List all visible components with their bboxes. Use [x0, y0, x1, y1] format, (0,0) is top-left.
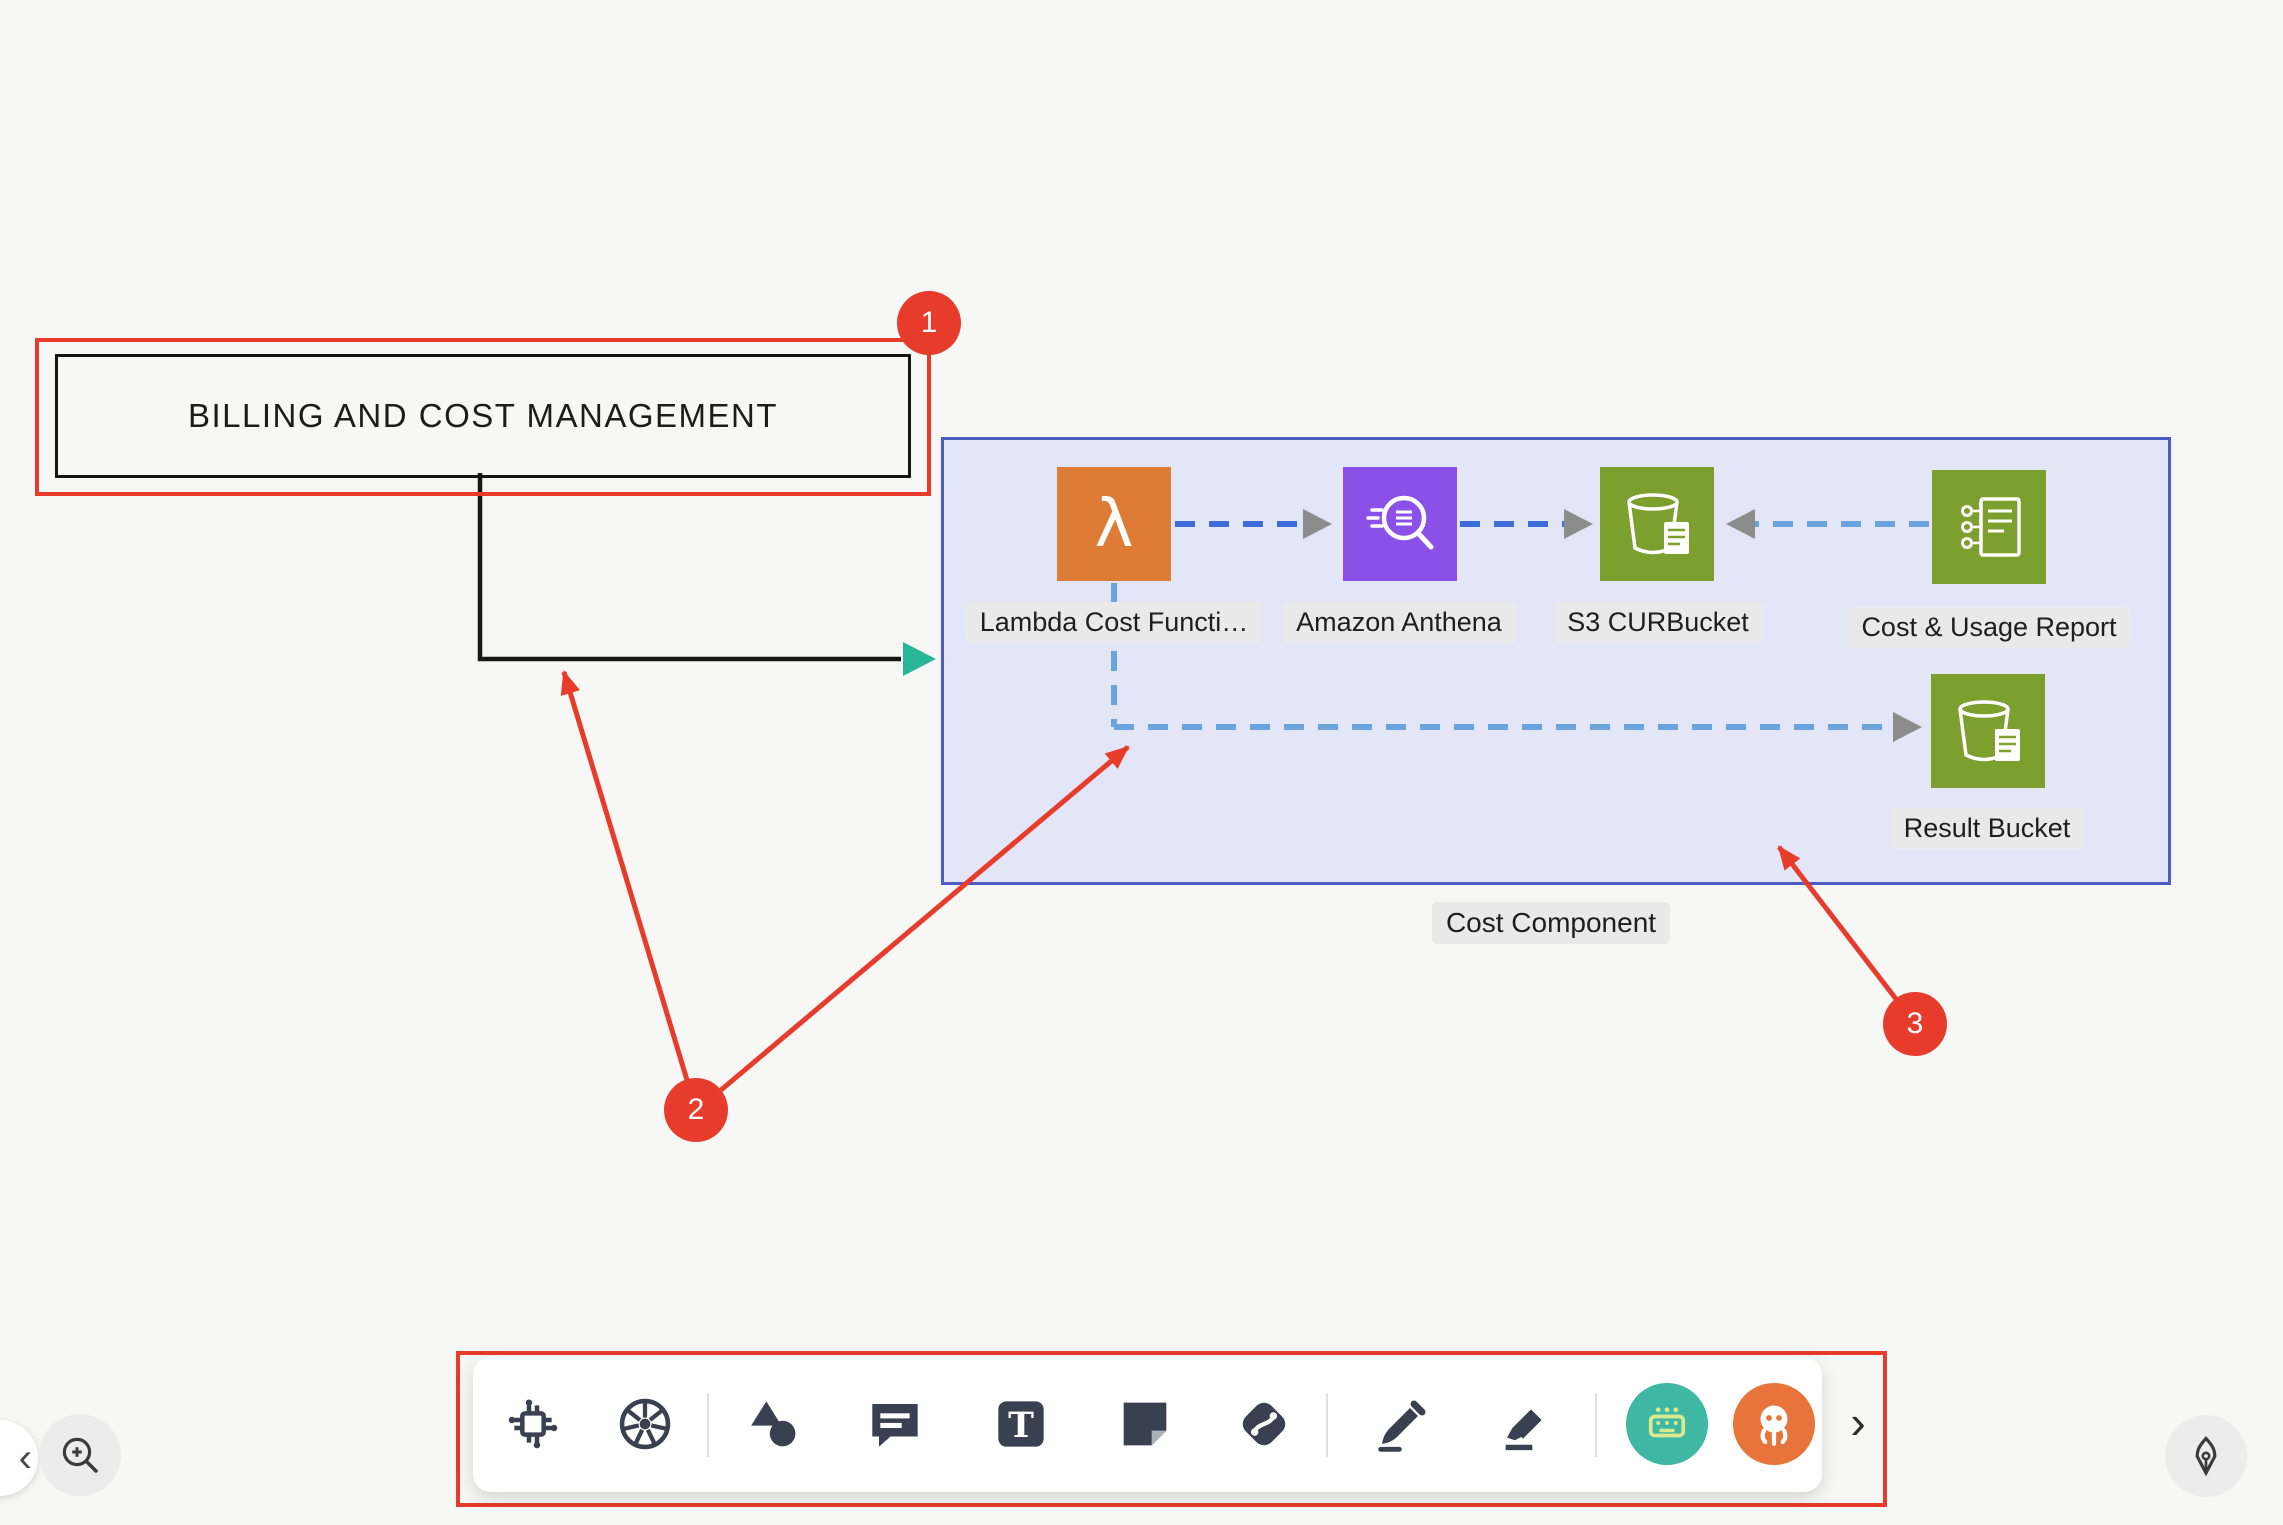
- flow-arrowhead: [903, 642, 936, 676]
- text-icon: T: [998, 1401, 1044, 1447]
- text-tool-button[interactable]: T: [989, 1392, 1053, 1456]
- comment-icon: [872, 1404, 918, 1447]
- label-lambda-cost-function[interactable]: Lambda Cost Functi…: [965, 602, 1263, 643]
- label-cost-component[interactable]: Cost Component: [1431, 902, 1671, 944]
- zoom-in-icon: [62, 1437, 98, 1473]
- label-cost-usage-report[interactable]: Cost & Usage Report: [1847, 607, 2131, 648]
- toolbar-divider: [1595, 1393, 1597, 1457]
- kubernetes-icon: [619, 1398, 671, 1450]
- zoom-button[interactable]: [39, 1414, 121, 1496]
- lambda-icon: λ: [1094, 485, 1134, 562]
- shapes-icon: [751, 1401, 796, 1447]
- svg-text:T: T: [1008, 1405, 1034, 1446]
- node-cost-usage-report[interactable]: [1932, 470, 2046, 584]
- annotation-badge-1: 1: [897, 291, 961, 355]
- connector-tool-button[interactable]: [1232, 1392, 1296, 1456]
- bottom-toolbar: T: [473, 1357, 1822, 1492]
- annotation-arrow-2a: [560, 670, 690, 1081]
- highlighter-icon: [1505, 1409, 1542, 1451]
- connector-icon: [1242, 1402, 1286, 1446]
- architecture-icon: [508, 1399, 558, 1449]
- pen-mode-button[interactable]: [2165, 1415, 2247, 1497]
- panel-collapse-chevron[interactable]: ‹: [0, 1420, 38, 1496]
- node-result-bucket[interactable]: [1931, 674, 2045, 788]
- sticky-note-tool-button[interactable]: [1113, 1392, 1177, 1456]
- keyboard-app-button[interactable]: [1626, 1383, 1708, 1465]
- annotation-rect-1: [35, 338, 931, 496]
- keyboard-app-icon: [1648, 1407, 1686, 1438]
- label-result-bucket[interactable]: Result Bucket: [1889, 808, 2085, 849]
- argo-app-button[interactable]: [1733, 1383, 1815, 1465]
- toolbar-divider: [1326, 1393, 1328, 1457]
- node-s3-cur-bucket[interactable]: [1600, 467, 1714, 581]
- pen-tool-button[interactable]: [1370, 1392, 1434, 1456]
- node-lambda-cost-function[interactable]: λ: [1057, 467, 1171, 581]
- billing-box-label: BILLING AND COST MANAGEMENT: [188, 397, 778, 434]
- highlighter-tool-button[interactable]: [1495, 1392, 1559, 1456]
- label-amazon-athena[interactable]: Amazon Anthena: [1282, 602, 1516, 643]
- s3-bucket-icon: [1958, 700, 2020, 762]
- toolbar-expand-chevron[interactable]: ›: [1850, 1396, 1866, 1448]
- argo-squid-icon: [1760, 1405, 1788, 1446]
- architecture-tool-button[interactable]: [501, 1392, 565, 1456]
- sticky-note-icon: [1123, 1402, 1167, 1446]
- annotation-rect-toolbar: [456, 1351, 1887, 1507]
- cost-usage-report-icon: [1961, 497, 2021, 557]
- annotation-badge-2: 2: [664, 1078, 728, 1142]
- comment-tool-button[interactable]: [863, 1392, 927, 1456]
- kubernetes-tool-button[interactable]: [613, 1392, 677, 1456]
- s3-bucket-icon: [1627, 493, 1689, 555]
- node-amazon-athena[interactable]: [1343, 467, 1457, 581]
- flow-connector: [477, 473, 936, 676]
- toolbar-divider: [707, 1393, 709, 1457]
- pen-nib-icon: [2195, 1436, 2217, 1477]
- shapes-tool-button[interactable]: [741, 1392, 805, 1456]
- pen-icon: [1378, 1400, 1426, 1452]
- annotation-badge-3: 3: [1883, 992, 1947, 1056]
- athena-icon: [1366, 495, 1434, 550]
- label-s3-cur-bucket[interactable]: S3 CURBucket: [1553, 602, 1763, 643]
